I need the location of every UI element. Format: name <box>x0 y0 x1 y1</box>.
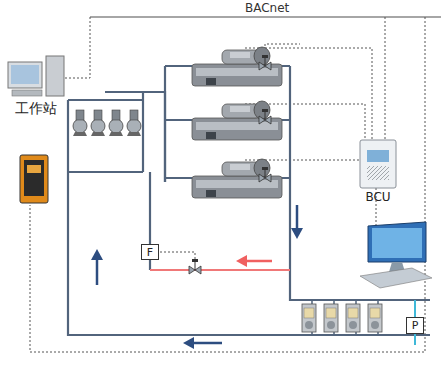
workstation-label: 工作站 <box>4 98 68 120</box>
node-text: 工作站 <box>15 100 57 118</box>
node-text: BCU <box>365 190 390 204</box>
pressure-sensor-box: P <box>406 317 424 334</box>
flow-meter-box: F <box>141 244 159 260</box>
node-text: P <box>412 319 419 332</box>
node-text: F <box>147 246 153 259</box>
controller-label: BCU <box>356 188 400 206</box>
network-label: BACnet <box>245 1 289 15</box>
